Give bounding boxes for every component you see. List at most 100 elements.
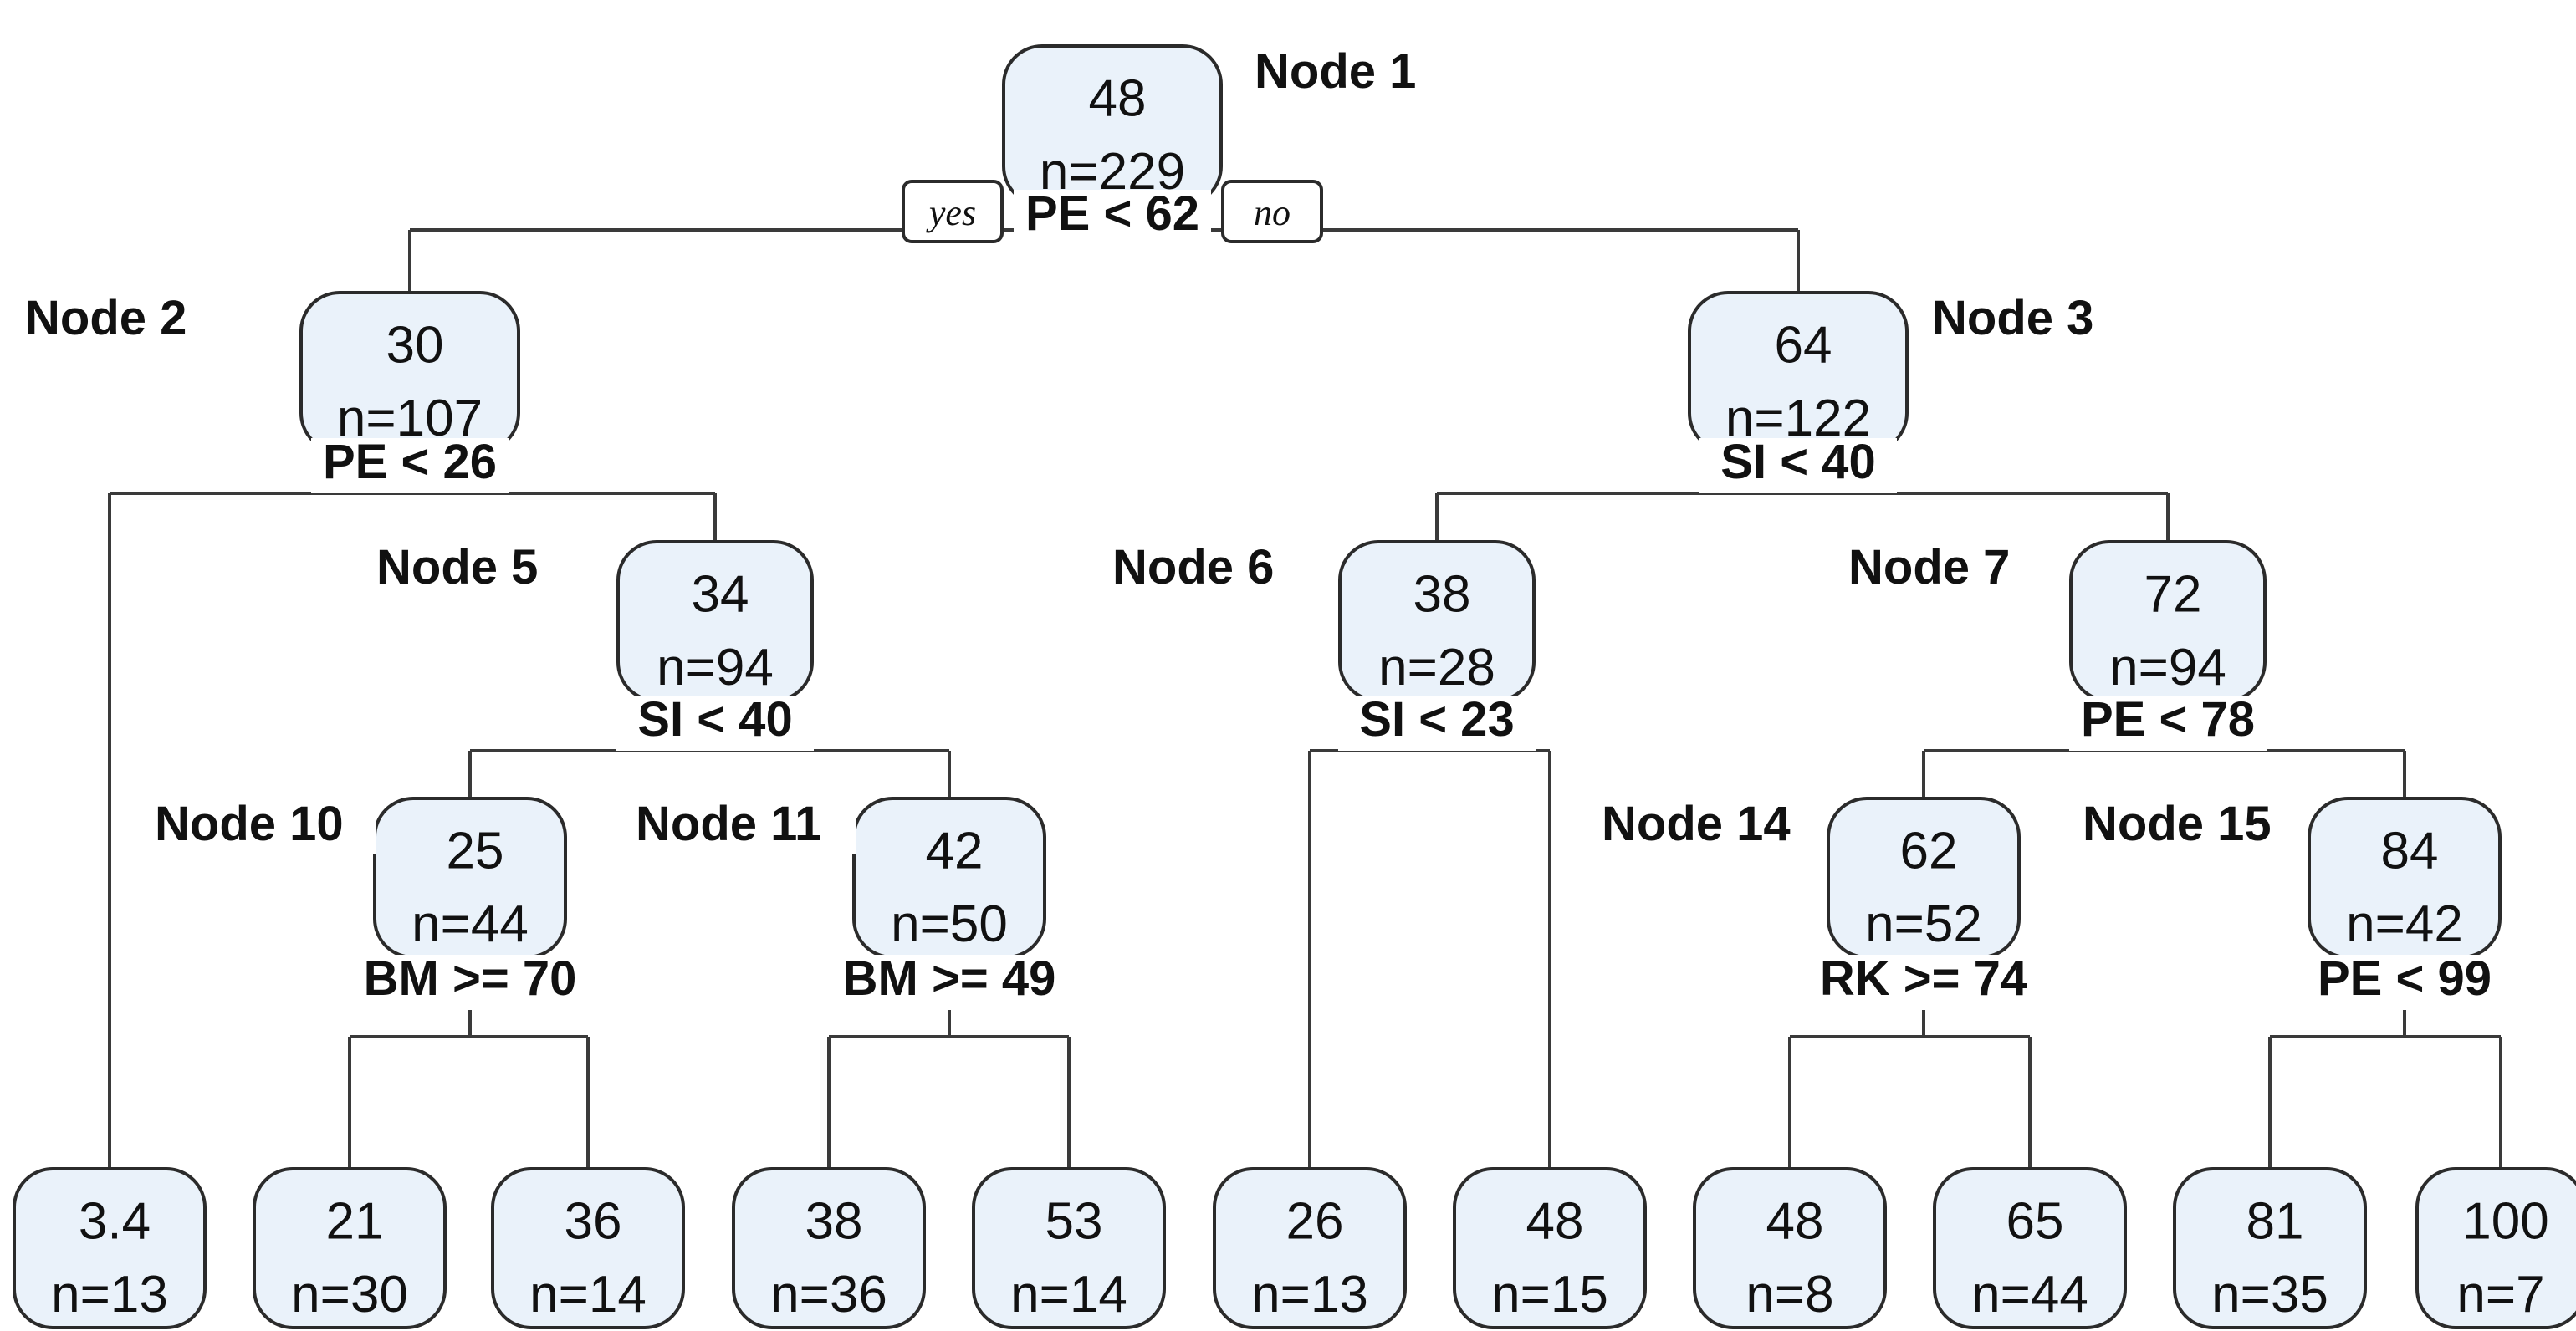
no-badge-box <box>1221 180 1323 243</box>
node-n2[interactable]: 30n=107 <box>299 291 520 453</box>
node-caption-halo-1 <box>18 289 216 348</box>
node-caption-1: Node 2 <box>18 289 216 348</box>
node-n15[interactable]: 84 n=42 <box>2308 797 2502 959</box>
leaf-value-l3: 36 <box>565 1193 622 1251</box>
yes-badge: yes <box>902 180 1004 243</box>
node-count-n5: n=94 <box>657 639 774 696</box>
node-caption-text-9: Node 15 <box>2083 797 2272 851</box>
node-n11[interactable]: 42 n=50 <box>852 797 1046 959</box>
node-value-n10: 25 <box>447 823 504 880</box>
node-caption-halo-9 <box>2076 795 2303 854</box>
node-value-n15: 84 <box>2381 823 2439 880</box>
node-n3[interactable]: 64 n=122 <box>1688 291 1909 453</box>
node-caption-7: Node 11 <box>629 795 856 854</box>
split-s2: PE < 26 <box>311 435 509 493</box>
node-n5[interactable]: 34 n=94 <box>616 540 814 702</box>
split-text-s7: BM >= 70 <box>364 951 577 1006</box>
leaf-value-l7: 48 <box>1526 1193 1584 1251</box>
split-s7: BM >= 70 <box>359 951 581 1010</box>
leaf-value-l10: 81 <box>2246 1193 2304 1251</box>
split-halo-s10 <box>2306 955 2503 1010</box>
split-text-s4: SI < 40 <box>637 692 792 747</box>
leaf-l1[interactable]: 3.4 n=13 <box>13 1167 207 1329</box>
leaf-value-l1: 3.4 <box>79 1193 151 1251</box>
node-n14[interactable]: 62n=52 <box>1827 797 2021 959</box>
split-halo-s9 <box>1812 955 2035 1010</box>
split-text-s6: PE < 78 <box>2081 692 2255 747</box>
split-s3: SI < 40 <box>1699 435 1897 493</box>
node-value-n6: 38 <box>1413 566 1471 624</box>
leaf-count-l1: n=13 <box>51 1266 168 1323</box>
node-caption-6: Node 10 <box>148 795 376 854</box>
leaf-shape-l9 <box>1933 1167 2127 1329</box>
leaf-l2[interactable]: 21n=30 <box>253 1167 447 1329</box>
split-halo-s7 <box>359 955 581 1010</box>
node-count-n10: n=44 <box>411 895 529 953</box>
node-value-n5: 34 <box>692 566 749 624</box>
leaf-shape-l6 <box>1213 1167 1407 1329</box>
leaf-count-l2: n=30 <box>291 1266 408 1323</box>
split-halo-s8 <box>838 955 1061 1010</box>
node-n7[interactable]: 72n=94 <box>2069 540 2267 702</box>
split-halo-s4 <box>616 696 814 751</box>
leaf-l10[interactable]: 81n=35 <box>2173 1167 2367 1329</box>
node-caption-2: Node 3 <box>1925 289 2123 348</box>
node-n6[interactable]: 38n=28 <box>1338 540 1536 702</box>
node-caption-halo-6 <box>148 795 376 854</box>
split-halo-s6 <box>2069 696 2267 751</box>
leaf-shape-l2 <box>253 1167 447 1329</box>
node-caption-text-3: Node 5 <box>376 540 538 594</box>
node-label-group: Node 1 Node 2 Node 3 Node 5 Node 6 Node 7 Node… <box>18 43 2303 854</box>
leaf-l8[interactable]: 48n=8 <box>1693 1167 1887 1329</box>
leaf-l7[interactable]: 48 n=15 <box>1453 1167 1647 1329</box>
leaf-shape-l5 <box>972 1167 1166 1329</box>
node-caption-text-4: Node 6 <box>1112 540 1274 594</box>
leaf-l4[interactable]: 38n=36 <box>732 1167 926 1329</box>
node-count-n15: n=42 <box>2346 895 2463 953</box>
node-caption-text-2: Node 3 <box>1932 291 2093 345</box>
node-caption-halo-3 <box>370 538 567 597</box>
leaf-count-l9: n=44 <box>1971 1266 2088 1323</box>
leaf-shape-l8 <box>1693 1167 1887 1329</box>
leaf-l3[interactable]: 36 n=14 <box>491 1167 685 1329</box>
leaf-count-l6: n=13 <box>1251 1266 1368 1323</box>
node-n1[interactable]: 48n=229 <box>1002 44 1223 207</box>
node-count-n11: n=50 <box>891 895 1008 953</box>
leaf-shape-l11 <box>2415 1167 2576 1329</box>
node-caption-halo-8 <box>1595 795 1822 854</box>
split-halo-s2 <box>311 438 509 493</box>
split-s9: RK >= 74 <box>1812 951 2035 1010</box>
leaf-count-l3: n=14 <box>529 1266 647 1323</box>
split-halo-s1 <box>1014 190 1211 245</box>
leaf-shape-l7 <box>1453 1167 1647 1329</box>
node-count-n2: n=107 <box>337 390 483 447</box>
node-count-n3: n=122 <box>1725 390 1871 447</box>
no-badge-text: no <box>1254 192 1291 233</box>
leaf-count-l5: n=14 <box>1010 1266 1127 1323</box>
leaf-shape-l1 <box>13 1167 207 1329</box>
node-n10[interactable]: 25 n=44 <box>373 797 567 959</box>
split-halo-s5 <box>1338 696 1536 751</box>
split-s10: PE < 99 <box>2306 951 2503 1010</box>
node-caption-text-5: Node 7 <box>1848 540 2010 594</box>
leaf-l5[interactable]: 53n=14 <box>972 1167 1166 1329</box>
split-text-s10: PE < 99 <box>2318 951 2492 1006</box>
node-caption-9: Node 15 <box>2076 795 2303 854</box>
split-text-s3: SI < 40 <box>1720 435 1875 489</box>
node-caption-halo-0 <box>1248 43 1445 101</box>
node-caption-text-0: Node 1 <box>1255 44 1416 99</box>
leaf-count-l7: n=15 <box>1491 1266 1608 1323</box>
node-value-n3: 64 <box>1775 317 1832 375</box>
leaf-count-l11: n=7 <box>2456 1266 2544 1323</box>
leaf-l6[interactable]: 26n=13 <box>1213 1167 1407 1329</box>
split-s5: SI < 23 <box>1338 692 1536 751</box>
leaf-l9[interactable]: 65 n=44 <box>1933 1167 2127 1329</box>
leaf-value-l9: 65 <box>2006 1193 2064 1251</box>
node-value-n11: 42 <box>926 823 984 880</box>
split-s4: SI < 40 <box>616 692 814 751</box>
node-count-n14: n=52 <box>1865 895 1982 953</box>
